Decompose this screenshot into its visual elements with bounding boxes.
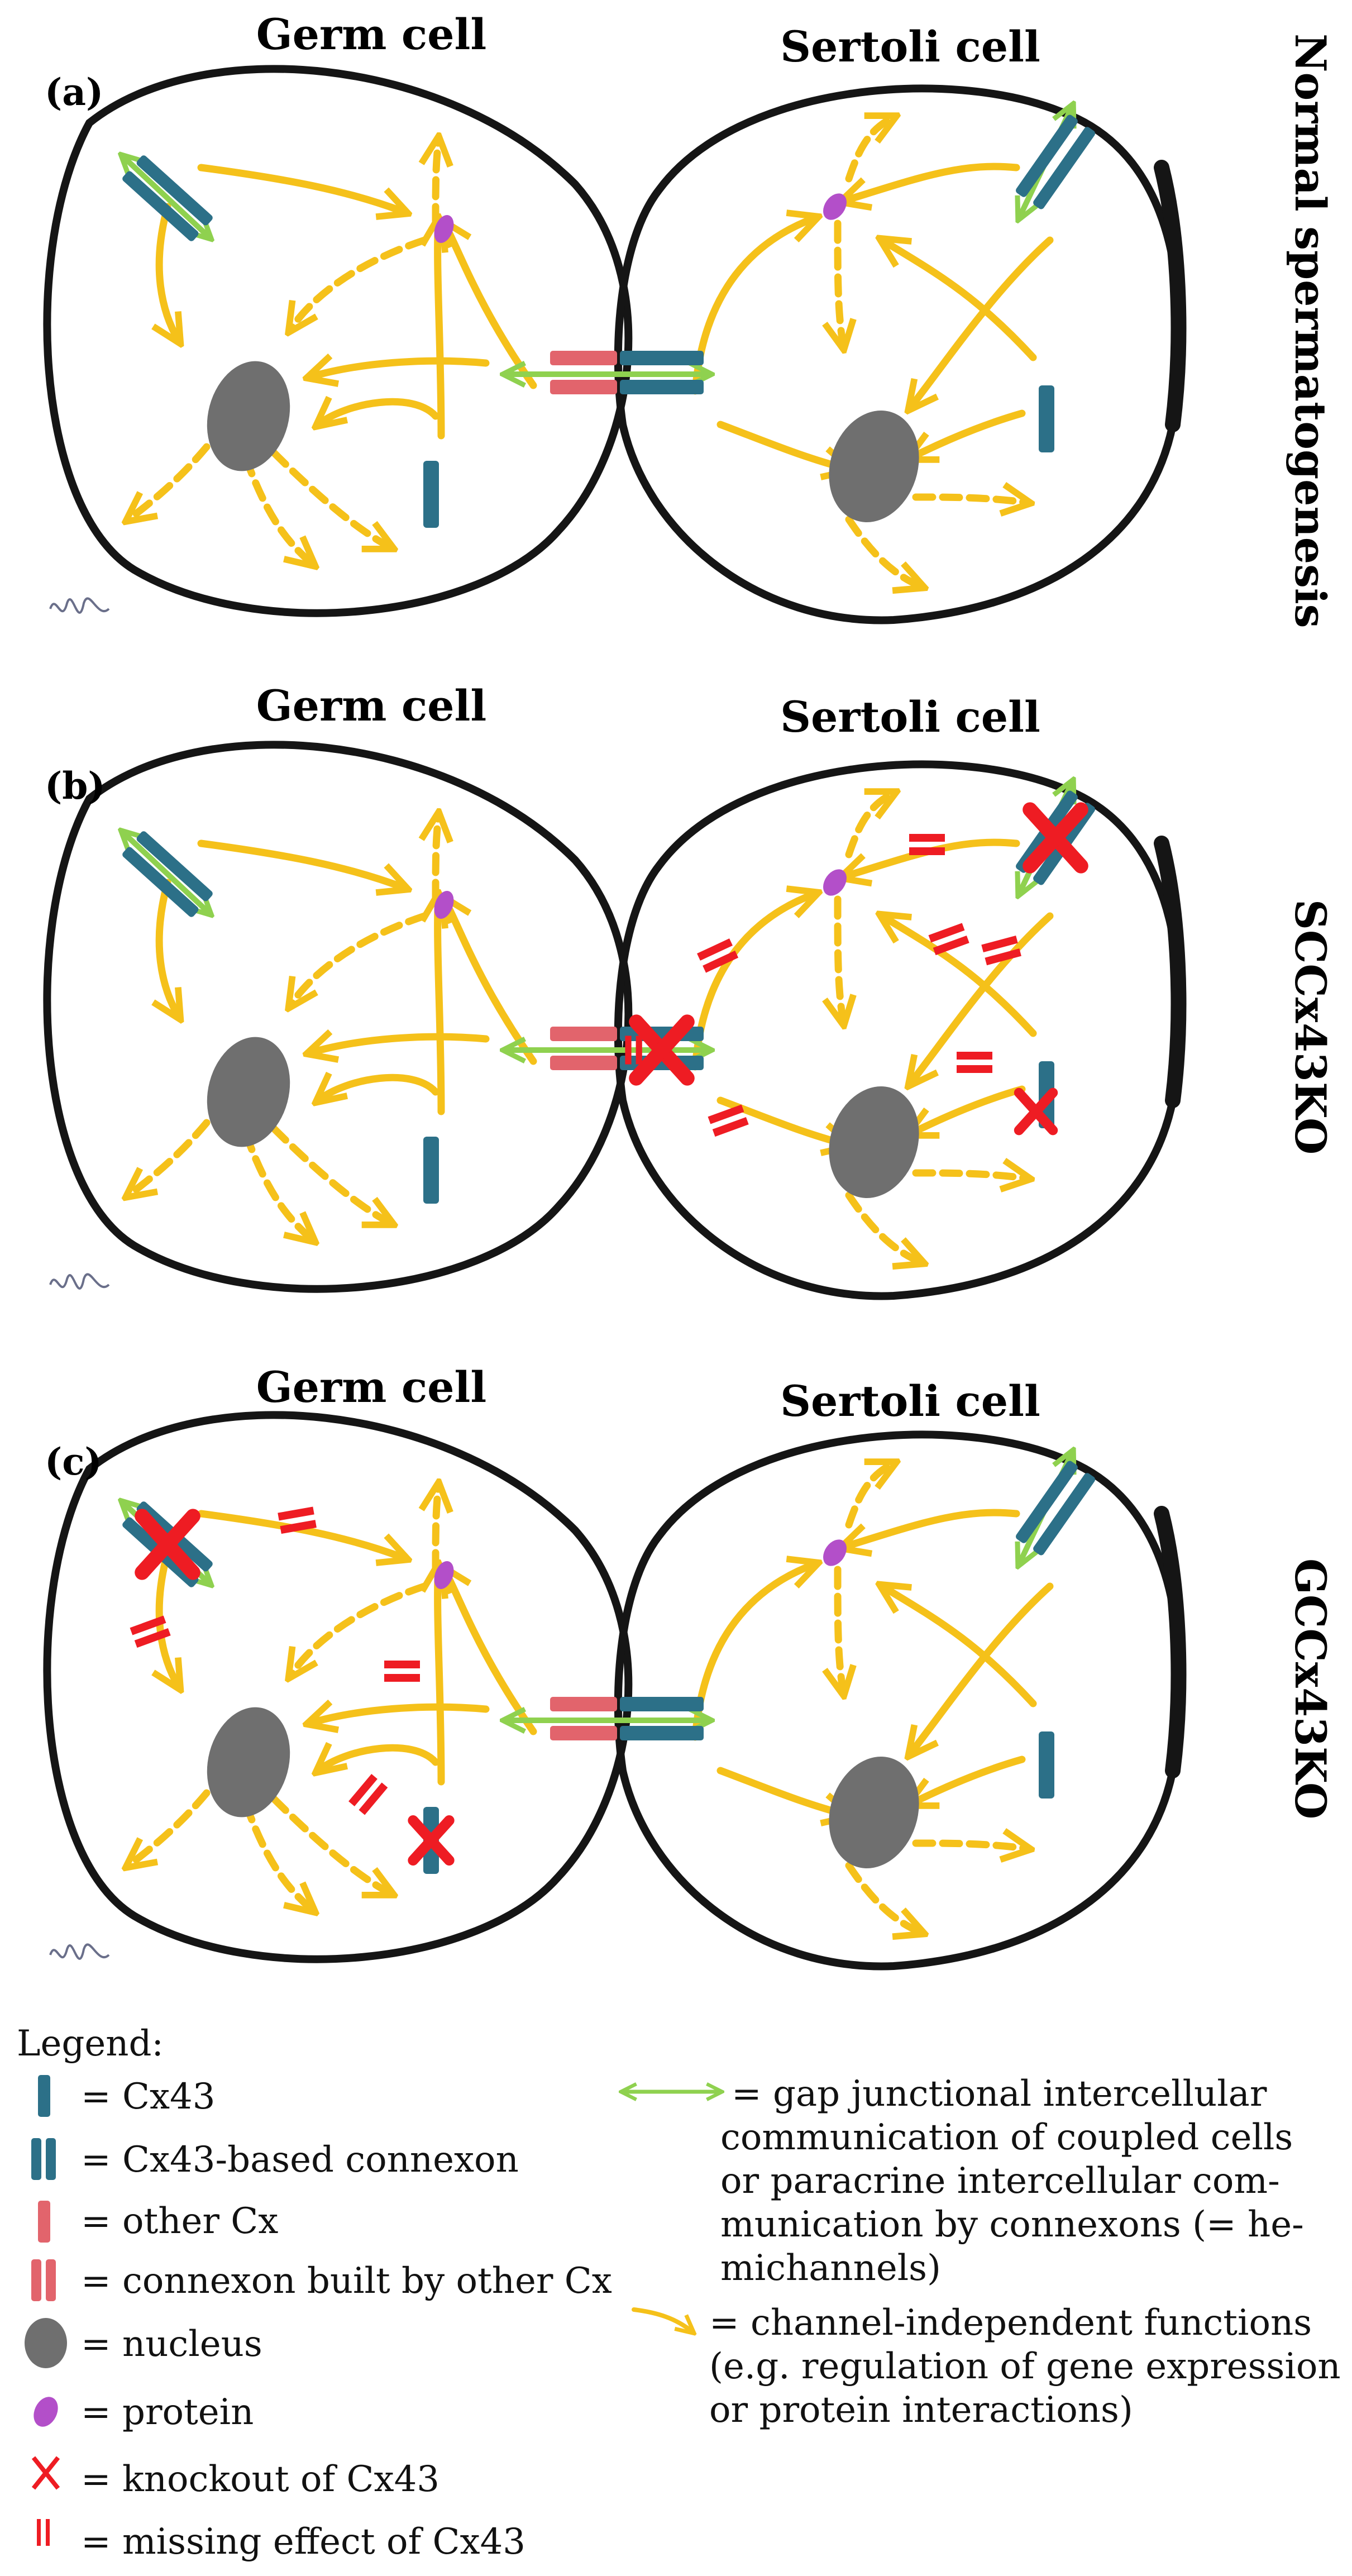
germ-cell-title-b: Germ cell: [256, 681, 487, 731]
panel-c: [47, 1415, 1179, 1966]
missing-effect-marks-b: [625, 834, 1021, 1137]
panel-b: [47, 745, 1179, 1296]
missing-effect-icon: [348, 1773, 388, 1815]
missing-effect-icon: [957, 1052, 992, 1073]
missing-effect-icon: [909, 834, 945, 855]
cx43-icon: [38, 2075, 50, 2117]
side-title-a: Normal spermatogenesis: [1286, 34, 1335, 628]
missing-effect-icon: [37, 2519, 50, 2546]
legend-indep-line: or protein interactions): [709, 2389, 1133, 2431]
sertoli-cell-title-c: Sertoli cell: [780, 1376, 1040, 1426]
protein-icon: [34, 2397, 58, 2427]
missing-effect-icon: [928, 923, 969, 956]
connexon-icon: [31, 2138, 56, 2180]
knockout-marks-c: [142, 1516, 449, 1861]
germ-cell-title-a: Germ cell: [256, 9, 487, 59]
other-connexon-icon: [31, 2259, 56, 2301]
knockout-x-icon: [31, 2456, 60, 2490]
legend-left-item: = other Cx: [81, 2201, 278, 2242]
legend-left-item: = Cx43: [81, 2076, 215, 2117]
missing-effect-icon: [981, 935, 1021, 966]
panel-label-c: (c): [45, 1440, 102, 1483]
other-cx-icon: [38, 2201, 50, 2243]
legend: Legend: = Cx43 = Cx43-based connexon = o…: [17, 2023, 1341, 2563]
nucleus-icon: [25, 2318, 67, 2368]
legend-left-item: = connexon built by other Cx: [81, 2260, 612, 2302]
legend-gap-line: michannels): [720, 2248, 941, 2289]
missing-effect-icon: [697, 938, 739, 973]
side-title-b: SCCx43KO: [1286, 899, 1335, 1155]
missing-effect-icon: [384, 1661, 420, 1682]
panel-label-b: (b): [45, 764, 106, 808]
legend-left-item: = protein: [81, 2392, 254, 2433]
missing-effect-icon: [708, 1104, 749, 1137]
legend-left-item: = nucleus: [81, 2324, 262, 2365]
legend-indep-line: = channel-independent functions: [709, 2302, 1312, 2344]
panel-label-a: (a): [45, 70, 103, 114]
titles: Germ cell Sertoli cell (a) Germ cell Ser…: [45, 9, 1040, 1483]
legend-left-item: = Cx43-based connexon: [81, 2139, 519, 2181]
legend-gap-line: = gap junctional intercellular: [732, 2073, 1267, 2115]
legend-gap-line: or paracrine intercellular com-: [720, 2160, 1280, 2202]
legend-gap-line: communication of coupled cells: [720, 2117, 1293, 2158]
legend-gap-line: munication by connexons (= he-: [720, 2204, 1304, 2245]
sertoli-cell-title-a: Sertoli cell: [780, 22, 1040, 71]
knockout-marks-b: [636, 810, 1081, 1130]
legend-left-item: = knockout of Cx43: [81, 2459, 439, 2500]
sertoli-cell-title-b: Sertoli cell: [780, 692, 1040, 742]
side-titles: Normal spermatogenesis SCCx43KO GCCx43KO: [1286, 34, 1335, 1819]
legend-left-item: = missing effect of Cx43: [81, 2521, 525, 2563]
side-title-c: GCCx43KO: [1286, 1558, 1335, 1819]
legend-title: Legend:: [17, 2023, 164, 2064]
legend-indep-line: (e.g. regulation of gene expression: [709, 2346, 1341, 2387]
panel-a: [47, 69, 1179, 620]
germ-cell-title-c: Germ cell: [256, 1362, 487, 1412]
channel-independent-arrow-icon: [632, 2307, 692, 2332]
